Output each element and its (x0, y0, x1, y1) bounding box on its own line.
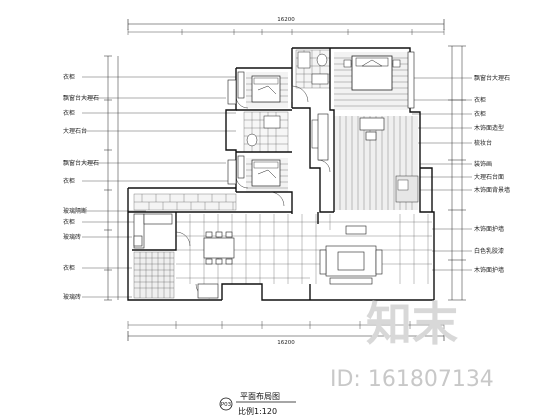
furniture (133, 51, 419, 299)
left-label-9: 衣柜 (63, 264, 75, 272)
left-label-8: 玻璃砖 (63, 233, 81, 241)
left-label-0: 衣柜 (63, 73, 75, 81)
master-bed (343, 55, 401, 91)
right-label-0: 飘窗台大理石 (474, 74, 510, 82)
right-label-1: 衣柜 (474, 96, 486, 104)
kitchen-floor (133, 251, 175, 299)
kitchen-counter (133, 213, 219, 299)
watermark-id: ID: 161807134 (330, 367, 494, 392)
dining-table (203, 231, 235, 265)
left-label-7: 衣柜 (63, 218, 75, 226)
left-label-10: 玻璃砖 (63, 293, 81, 301)
balcony-floor (133, 193, 237, 211)
right-dimension (448, 45, 466, 301)
left-label-6: 玻璃隔断 (63, 207, 87, 215)
bedroom-1-bed (251, 75, 281, 103)
left-label-5: 衣柜 (63, 177, 75, 185)
right-label-6: 大理石台面 (474, 173, 504, 181)
top-dimension: 16200 (127, 17, 445, 35)
right-label-10: 木饰面护墙 (474, 266, 504, 274)
top-dimension-text: 16200 (277, 17, 295, 23)
title-block: P03 平面布局图 比例1:120 (219, 391, 296, 416)
left-labels: 衣柜 飘窗台大理石 衣柜 大理石台 飘窗台大理石 衣柜 玻璃隔断 衣柜 玻璃砖 … (63, 73, 236, 301)
shoe-cabinet (317, 113, 329, 161)
bay-window-1 (227, 79, 237, 105)
sofa-set (319, 225, 383, 285)
right-label-4: 梳妆台 (474, 139, 492, 147)
right-label-8: 木饰面护墙 (474, 225, 504, 233)
feature-wall-panel (397, 179, 409, 191)
bottom-dimension: 16200 (127, 321, 445, 346)
left-label-3: 大理石台 (63, 127, 87, 135)
left-label-4: 飘窗台大理石 (63, 159, 99, 167)
watermark-logo: 知末 (366, 297, 458, 351)
drawing-title: 平面布局图 (240, 391, 280, 401)
drawing-scale: 比例1:120 (238, 406, 277, 416)
right-label-2: 衣柜 (474, 110, 486, 118)
right-label-9: 白色乳胶漆 (474, 247, 504, 255)
left-dimension (104, 55, 119, 301)
right-labels: 飘窗台大理石 衣柜 衣柜 木饰面造型 梳妆台 装饰画 大理石台面 木饰面背景墙 … (406, 74, 510, 274)
left-label-1: 飘窗台大理石 (63, 94, 99, 102)
bedroom-2-bed (251, 159, 281, 187)
study-desk (359, 117, 385, 141)
left-label-2: 衣柜 (63, 109, 75, 117)
wardrobe-1 (237, 71, 245, 99)
bottom-dimension-text: 16200 (277, 340, 295, 346)
right-label-3: 木饰面造型 (474, 124, 504, 132)
wardrobe-2 (237, 155, 245, 179)
right-label-7: 木饰面背景墙 (474, 186, 510, 194)
drawing-badge-text: P03 (221, 402, 232, 408)
drawing-badge (219, 397, 233, 411)
master-wardrobe (407, 51, 415, 109)
right-label-5: 装饰画 (474, 160, 492, 168)
bay-window-2 (227, 159, 237, 185)
watermark: 知末 ID: 161807134 (330, 297, 494, 392)
